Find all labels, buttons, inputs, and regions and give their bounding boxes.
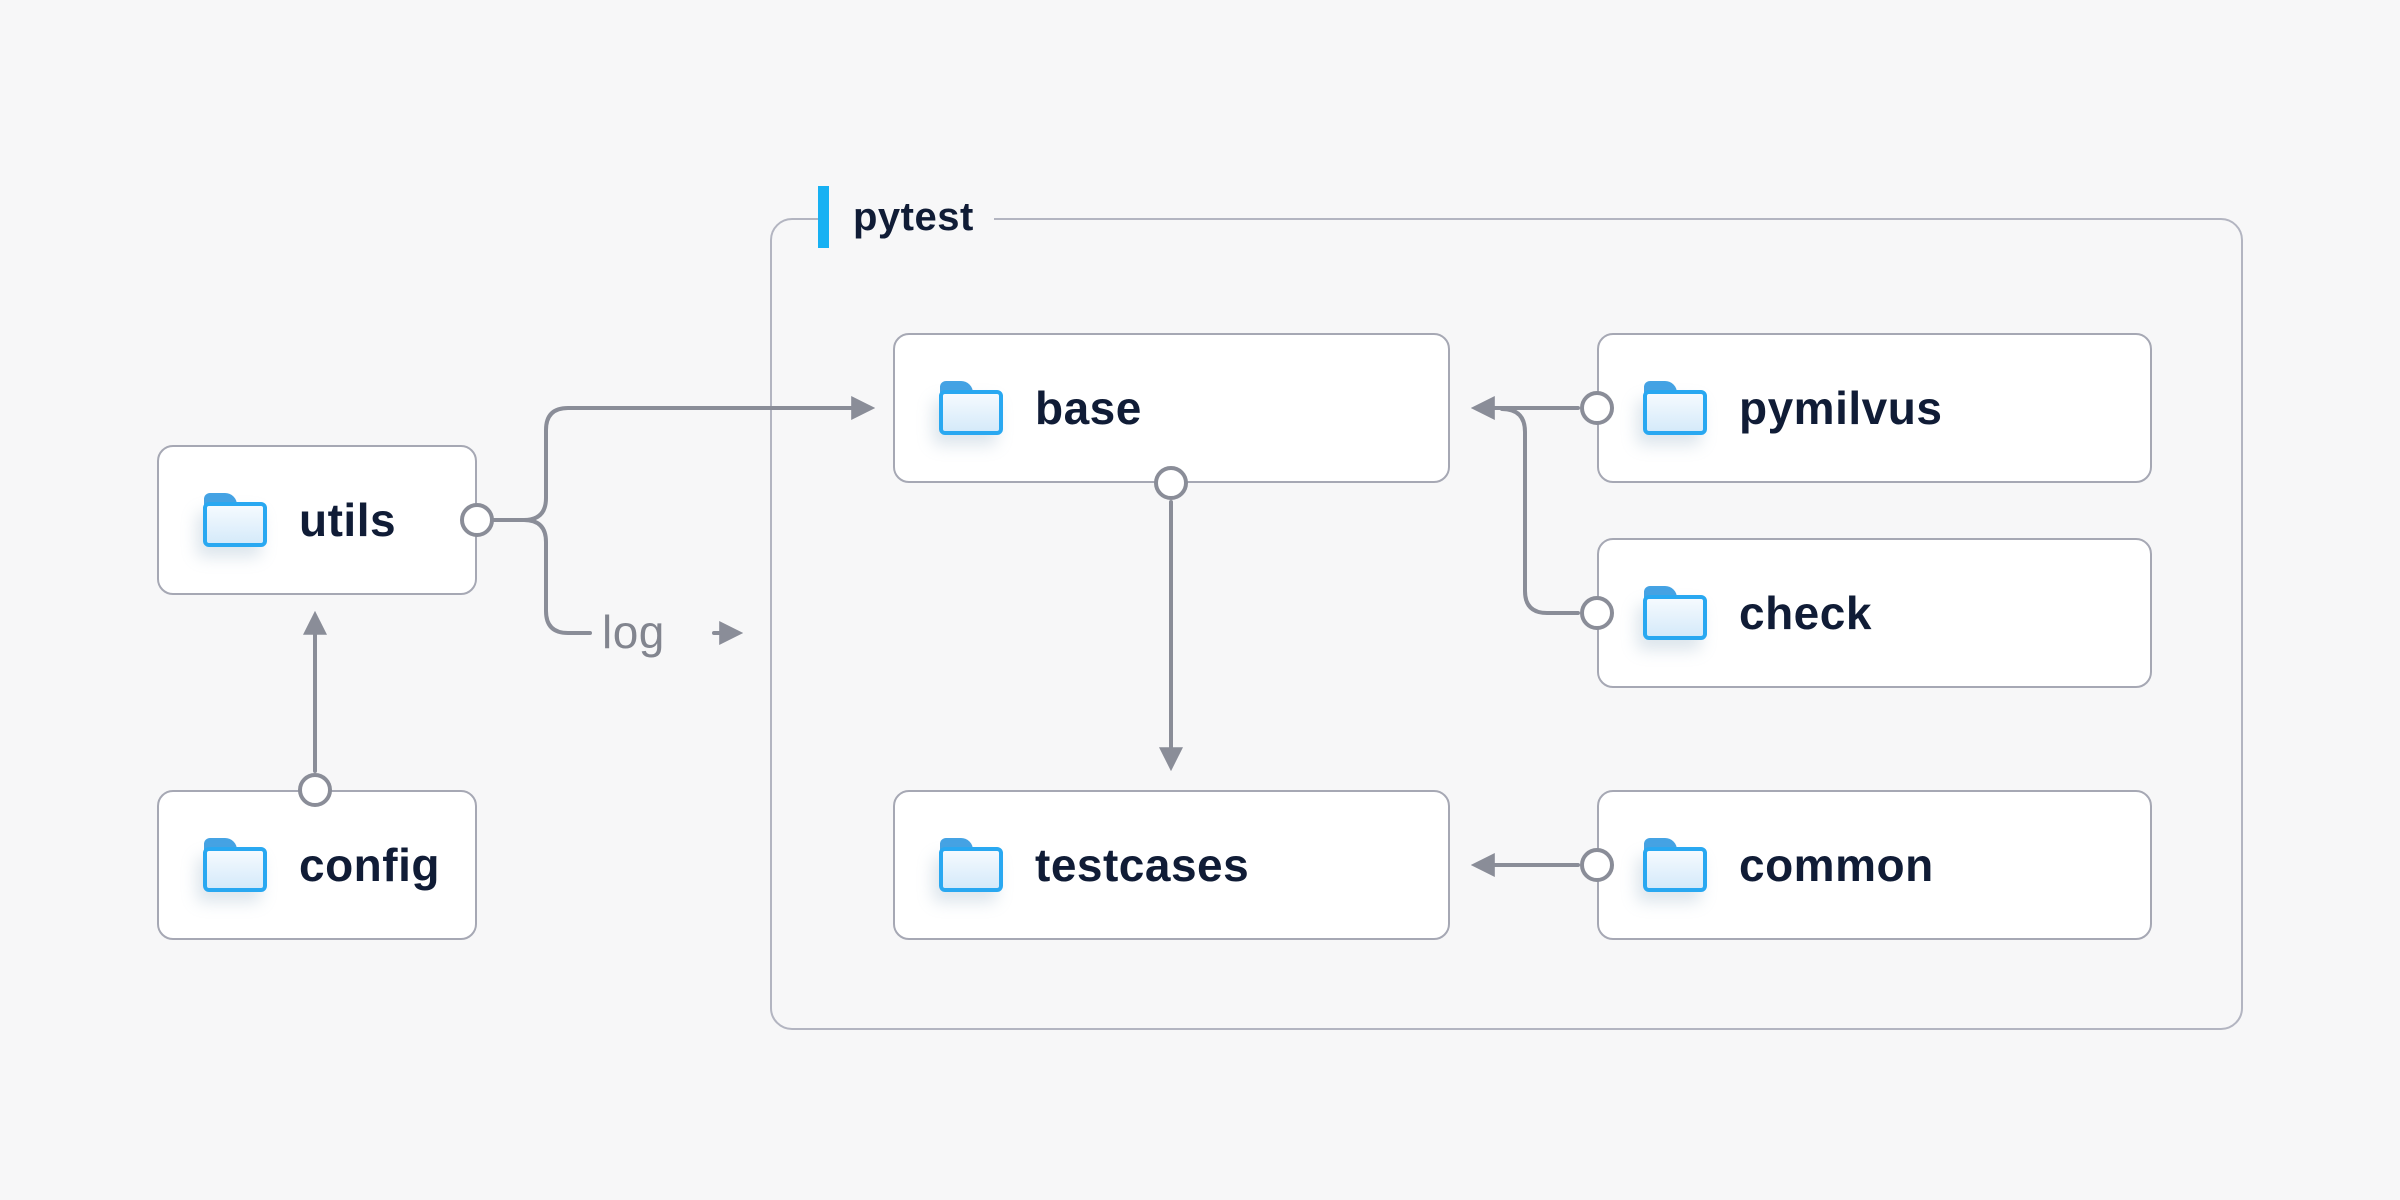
folder-icon (203, 838, 267, 892)
node-utils: utils (157, 445, 477, 595)
node-base: base (893, 333, 1450, 483)
folder-icon (939, 838, 1003, 892)
accent-bar-icon (818, 186, 829, 248)
group-title: pytest (853, 194, 974, 239)
folder-icon (203, 493, 267, 547)
folder-icon (939, 381, 1003, 435)
node-config: config (157, 790, 477, 940)
edge-utils-log (492, 518, 592, 635)
folder-icon (1643, 381, 1707, 435)
node-label: utils (299, 494, 397, 546)
node-label: testcases (1035, 839, 1250, 891)
log-label: log (602, 606, 665, 658)
folder-icon (1643, 838, 1707, 892)
node-label: base (1035, 382, 1142, 434)
node-common: common (1597, 790, 2152, 940)
node-label: config (299, 839, 440, 891)
pytest-group-label: pytest (818, 186, 994, 248)
folder-icon (1643, 586, 1707, 640)
node-label: pymilvus (1739, 382, 1943, 434)
node-testcases: testcases (893, 790, 1450, 940)
node-pymilvus: pymilvus (1597, 333, 2152, 483)
node-label: check (1739, 587, 1872, 639)
pytest-group-container (770, 218, 2243, 1030)
node-check: check (1597, 538, 2152, 688)
node-label: common (1739, 839, 1934, 891)
